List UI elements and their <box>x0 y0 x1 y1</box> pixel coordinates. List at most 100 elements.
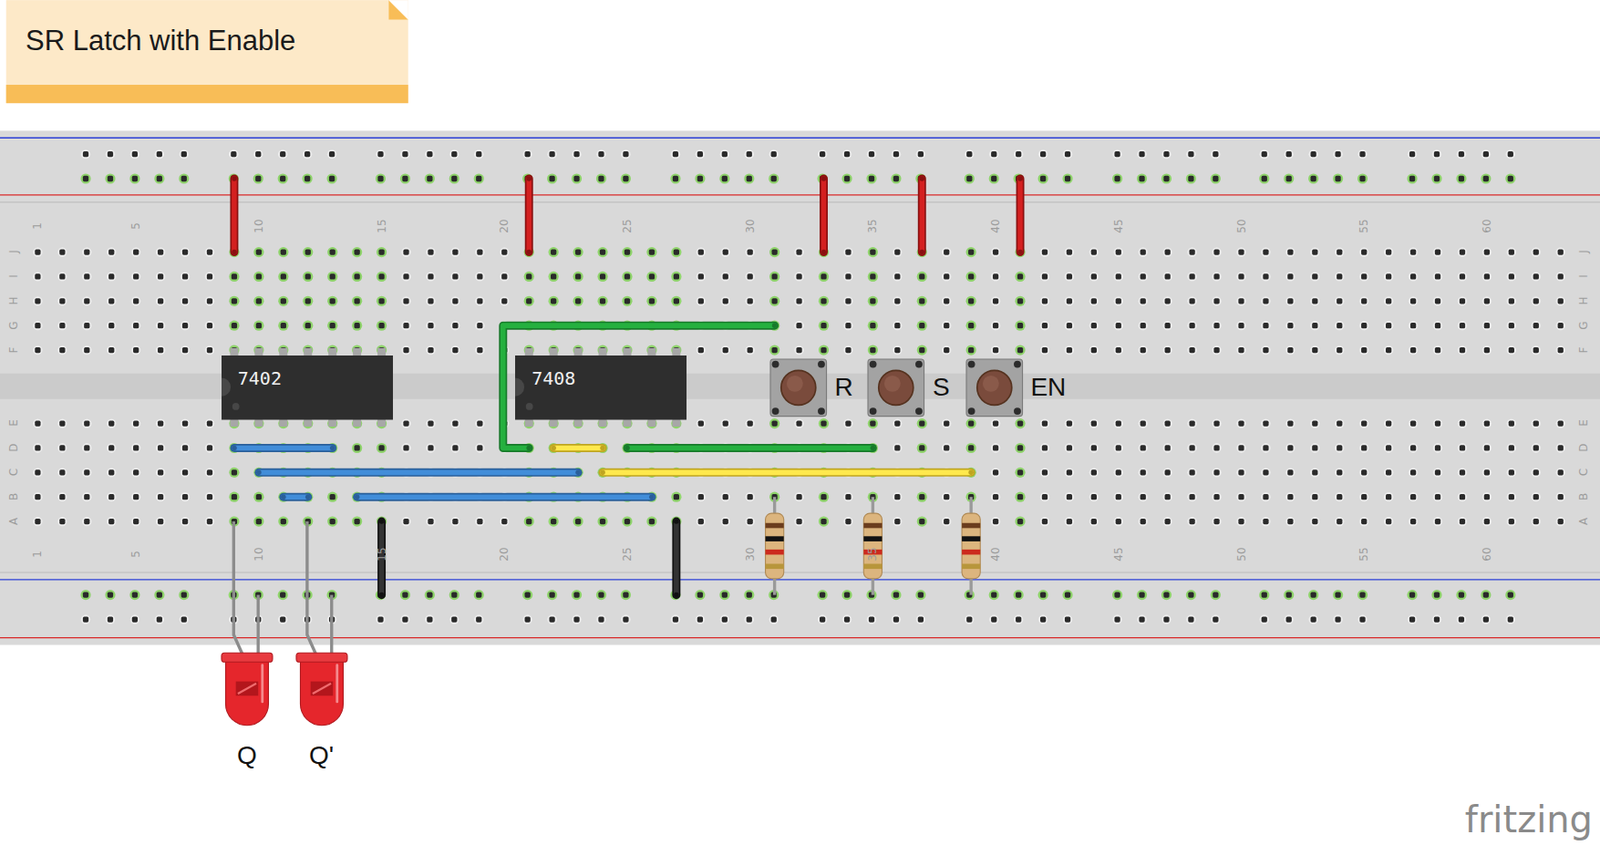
hole <box>1136 589 1147 600</box>
hole-ring <box>769 418 780 429</box>
hole-ring <box>105 614 115 624</box>
hole <box>1014 467 1025 478</box>
hole-ring <box>449 614 459 624</box>
hole <box>401 516 411 527</box>
hole <box>891 149 901 159</box>
hole <box>1136 149 1146 159</box>
rail-line <box>0 194 1600 196</box>
hole-ring <box>1014 320 1025 331</box>
hole-ring <box>278 296 289 307</box>
hole <box>82 247 92 257</box>
hole-dot <box>820 347 826 353</box>
hole-ring <box>129 589 140 600</box>
hole-ring <box>1406 589 1417 600</box>
hole-ring <box>745 516 755 527</box>
hole-dot <box>304 151 310 157</box>
hole-dot <box>1138 175 1145 182</box>
hole <box>474 173 485 184</box>
hole <box>1210 173 1221 184</box>
hole <box>1136 173 1147 184</box>
hole-dot <box>83 322 90 329</box>
hole-dot <box>280 248 287 255</box>
hole-ring <box>1089 516 1099 527</box>
hole-ring <box>180 418 190 428</box>
hole-ring <box>620 173 631 184</box>
hole-ring <box>1040 516 1050 527</box>
hole-ring <box>474 589 485 600</box>
hole <box>57 320 67 331</box>
hole-ring <box>621 247 632 258</box>
hole <box>82 271 92 281</box>
hole-ring <box>1481 149 1491 159</box>
hole-dot <box>108 420 114 426</box>
hole-ring <box>523 614 533 624</box>
hole <box>1161 173 1172 184</box>
hole-ring <box>1455 589 1466 600</box>
hole <box>990 296 1001 306</box>
hole <box>794 345 804 355</box>
hole-ring <box>82 345 92 355</box>
hole-dot <box>1140 273 1146 279</box>
hole-dot <box>550 273 557 279</box>
hole-dot <box>1114 616 1120 622</box>
hole-ring <box>1138 516 1148 527</box>
hole-ring <box>670 492 682 503</box>
hole-ring <box>1259 589 1270 600</box>
hole-dot <box>452 298 458 304</box>
hole-ring <box>1505 173 1516 184</box>
hole-dot <box>1040 592 1046 599</box>
hole-dot <box>1409 175 1415 182</box>
hole <box>941 345 951 355</box>
hole-dot <box>1409 592 1415 599</box>
hole <box>1138 345 1148 355</box>
hole-dot <box>157 298 164 304</box>
hole-dot <box>1115 248 1122 255</box>
hole <box>32 320 42 331</box>
hole <box>449 614 459 624</box>
hole-ring <box>1138 443 1148 453</box>
hole-dot <box>1458 151 1465 157</box>
hole-dot <box>34 420 41 426</box>
hole-ring <box>327 149 337 159</box>
hole <box>1431 589 1442 600</box>
hole <box>105 149 115 159</box>
hole-ring <box>57 247 67 257</box>
hole-dot <box>992 494 999 500</box>
hole-dot <box>156 151 163 157</box>
hole-dot <box>475 616 482 622</box>
hole-dot <box>968 248 974 255</box>
hole-dot <box>1310 616 1317 622</box>
hole-ring <box>278 271 289 282</box>
hole-dot <box>1015 616 1022 622</box>
hole-ring <box>32 296 42 306</box>
hole-ring <box>1284 614 1294 624</box>
hole <box>81 149 91 159</box>
hole-dot <box>1212 175 1219 182</box>
hole <box>105 614 115 624</box>
hole <box>966 418 977 429</box>
hole-ring <box>351 271 362 282</box>
hole <box>621 296 632 307</box>
hole <box>400 589 411 600</box>
hole-dot <box>1163 592 1169 599</box>
hole-ring <box>375 614 385 624</box>
hole-ring <box>1112 149 1122 159</box>
rail-divider <box>0 201 1600 204</box>
hole-ring <box>794 516 804 527</box>
hole-dot <box>34 494 41 500</box>
hole <box>1038 614 1048 624</box>
hole <box>621 247 632 258</box>
hole <box>721 247 731 257</box>
hole <box>474 320 485 331</box>
hole-ring <box>1161 149 1171 159</box>
hole-ring <box>351 320 362 331</box>
hole-ring <box>474 443 485 453</box>
hole-dot <box>771 273 777 279</box>
hole-dot <box>649 298 655 304</box>
hole-ring <box>32 492 42 502</box>
hole-ring <box>1040 320 1050 331</box>
hole <box>818 320 829 331</box>
hole-ring <box>524 296 535 307</box>
hole-ring <box>82 467 92 477</box>
hole-ring <box>522 589 533 600</box>
